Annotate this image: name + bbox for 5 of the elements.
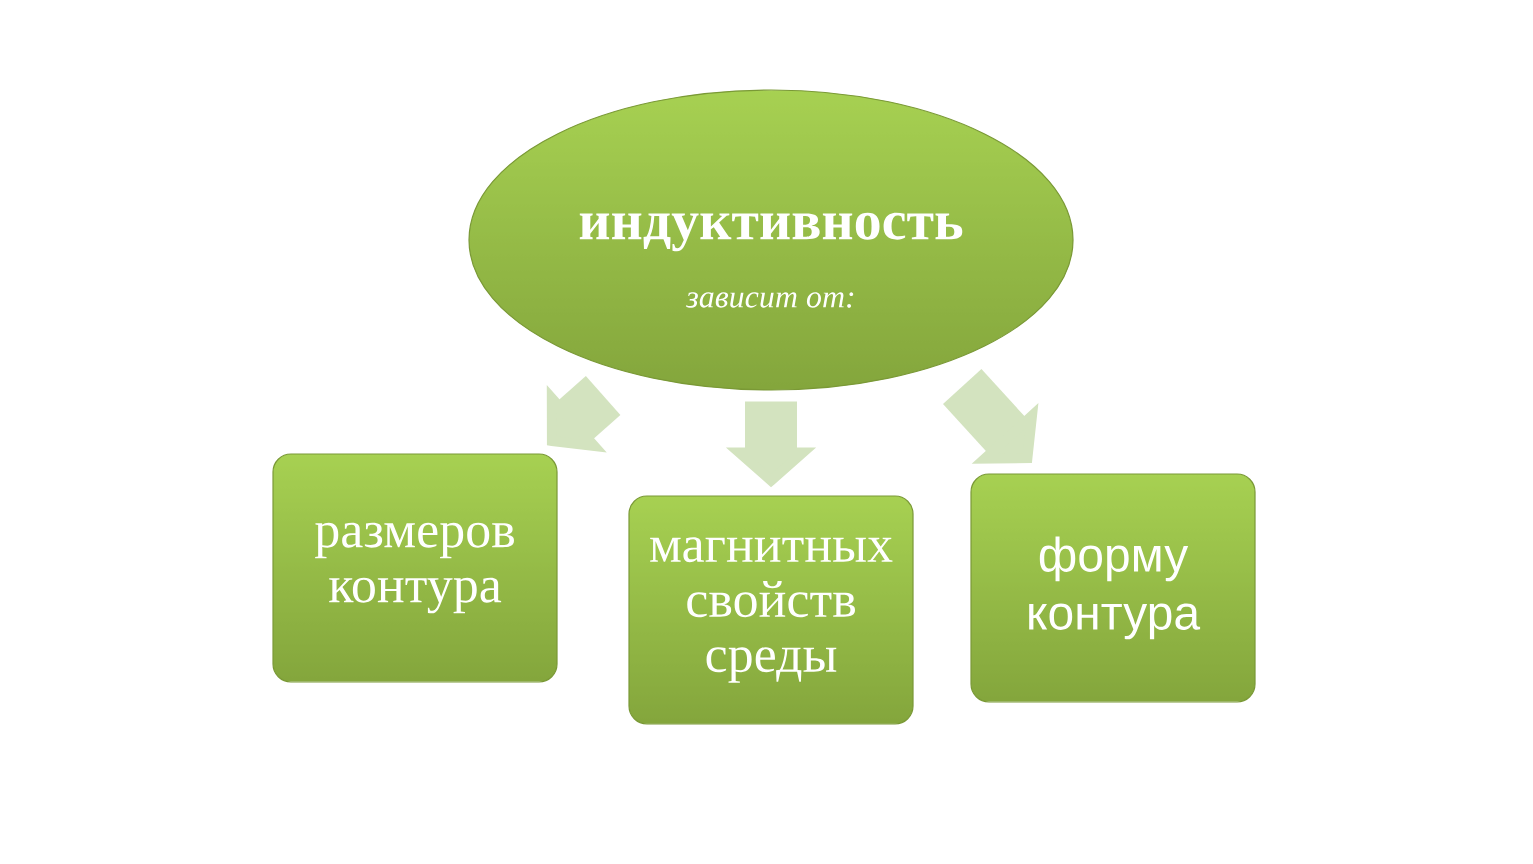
block-arrow [546, 376, 621, 453]
rounded-box: форму контура [970, 473, 1256, 703]
rounded-box: размеров контура [272, 453, 558, 683]
rounded-box: магнитных свойств среды [628, 495, 914, 725]
block-arrow [943, 368, 1039, 464]
